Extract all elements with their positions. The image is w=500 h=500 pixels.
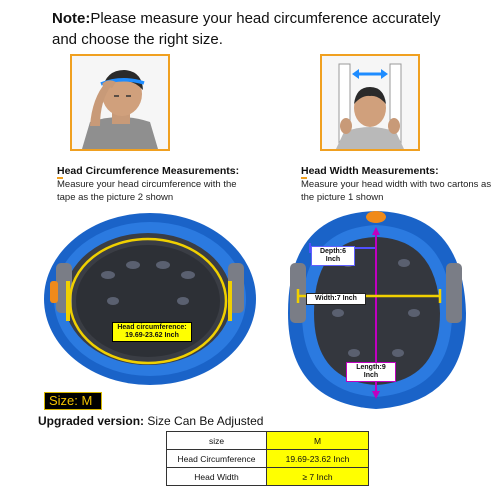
head-circumference-description: Measure your head circumference with the…	[57, 179, 237, 203]
man-measuring-head-tape-icon	[72, 56, 168, 149]
upgraded-text: Size Can Be Adjusted	[144, 414, 264, 428]
upgraded-lead: Upgraded version:	[38, 414, 145, 428]
width-label: Width:7 Inch	[306, 293, 366, 305]
note-body: Please measure your head circumference a…	[52, 10, 441, 48]
length-label: Length:9 Inch	[346, 362, 396, 382]
note-text: Note:Please measure your head circumfere…	[52, 8, 452, 50]
size-table: size M Head Circumference 19.69-23.62 In…	[166, 431, 369, 486]
size-key-cell: size	[166, 431, 267, 450]
depth-label: Depth:6 Inch	[311, 246, 355, 266]
head-circumference-key-cell: Head Circumference	[166, 449, 267, 468]
title-underline	[57, 177, 63, 179]
double-arrow-icon	[352, 69, 388, 79]
head-width-description: Measure your head width with two cartons…	[301, 179, 492, 203]
table-row: Head Width ≥ 7 Inch	[166, 467, 369, 486]
table-row: size M	[166, 431, 369, 450]
head-width-photo	[320, 54, 420, 151]
head-circumference-value-cell: 19.69-23.62 Inch	[266, 449, 369, 468]
size-badge-text: Size: M	[49, 393, 93, 408]
man-between-boards-width-icon	[322, 56, 418, 149]
helmet-interior-icon	[44, 213, 256, 385]
title-underline	[301, 177, 307, 179]
hc-label-line1: Head circumference:	[117, 324, 187, 331]
hc-label-line2: 19.69-23.62 Inch	[125, 332, 179, 339]
head-width-key-cell: Head Width	[166, 467, 267, 486]
table-row: Head Circumference 19.69-23.62 Inch	[166, 449, 369, 468]
head-circumference-photo	[70, 54, 170, 151]
note-label: Note:	[52, 10, 91, 27]
head-width-value-cell: ≥ 7 Inch	[266, 467, 369, 486]
head-width-title: Head Width Measurements:	[301, 165, 439, 177]
size-value-cell: M	[266, 431, 369, 450]
head-circumference-title: Head Circumference Measurements:	[57, 165, 240, 177]
size-badge: Size: M	[44, 392, 102, 410]
upgraded-version-line: Upgraded version: Size Can Be Adjusted	[38, 414, 263, 428]
helmet-inside-left	[38, 203, 262, 388]
head-circumference-label: Head circumference: 19.69-23.62 Inch	[112, 322, 192, 342]
